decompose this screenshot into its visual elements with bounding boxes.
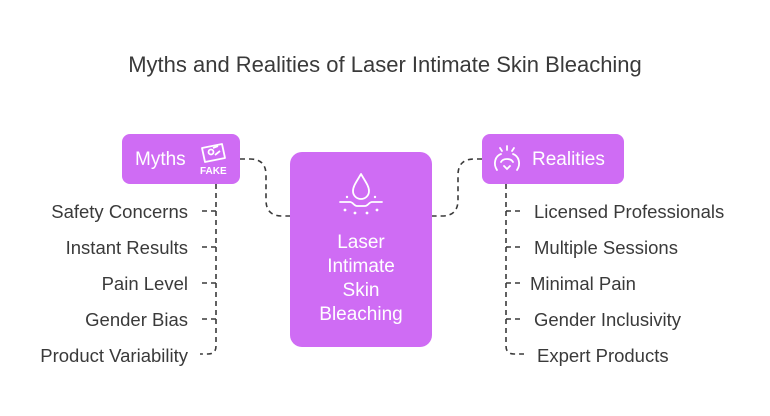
reality-item: Gender Inclusivity xyxy=(534,309,682,330)
fake-icon-text: FAKE xyxy=(200,166,227,176)
myth-item: Product Variability xyxy=(40,345,188,366)
realities-spine xyxy=(505,184,524,355)
realities-connector xyxy=(432,158,482,217)
myth-item: Instant Results xyxy=(65,237,188,258)
myth-item: Pain Level xyxy=(101,273,188,294)
reality-item: Licensed Professionals xyxy=(534,201,725,222)
reality-item: Minimal Pain xyxy=(530,273,636,294)
center-line-2: Intimate xyxy=(327,256,395,277)
reality-item: Multiple Sessions xyxy=(534,237,678,258)
center-line-1: Laser xyxy=(337,232,385,253)
myth-item: Safety Concerns xyxy=(51,201,188,222)
center-line-3: Skin xyxy=(342,280,380,301)
myths-connector xyxy=(240,158,290,217)
center-label: Laser Intimate Skin Bleaching xyxy=(290,231,432,327)
realities-node: Realities xyxy=(482,134,624,184)
realization-head-icon xyxy=(491,144,523,182)
reality-item: Expert Products xyxy=(537,345,669,366)
realities-label: Realities xyxy=(532,149,605,170)
myths-spine xyxy=(200,184,217,355)
myths-node: Myths FAKE xyxy=(122,134,240,184)
myths-label: Myths xyxy=(135,149,186,170)
center-line-4: Bleaching xyxy=(319,304,403,325)
page-title: Myths and Realities of Laser Intimate Sk… xyxy=(128,52,642,77)
skin-drop-icon xyxy=(337,172,385,221)
center-node: Laser Intimate Skin Bleaching xyxy=(290,152,432,347)
fake-tag-icon: FAKE xyxy=(198,142,232,182)
myth-item: Gender Bias xyxy=(85,309,188,330)
